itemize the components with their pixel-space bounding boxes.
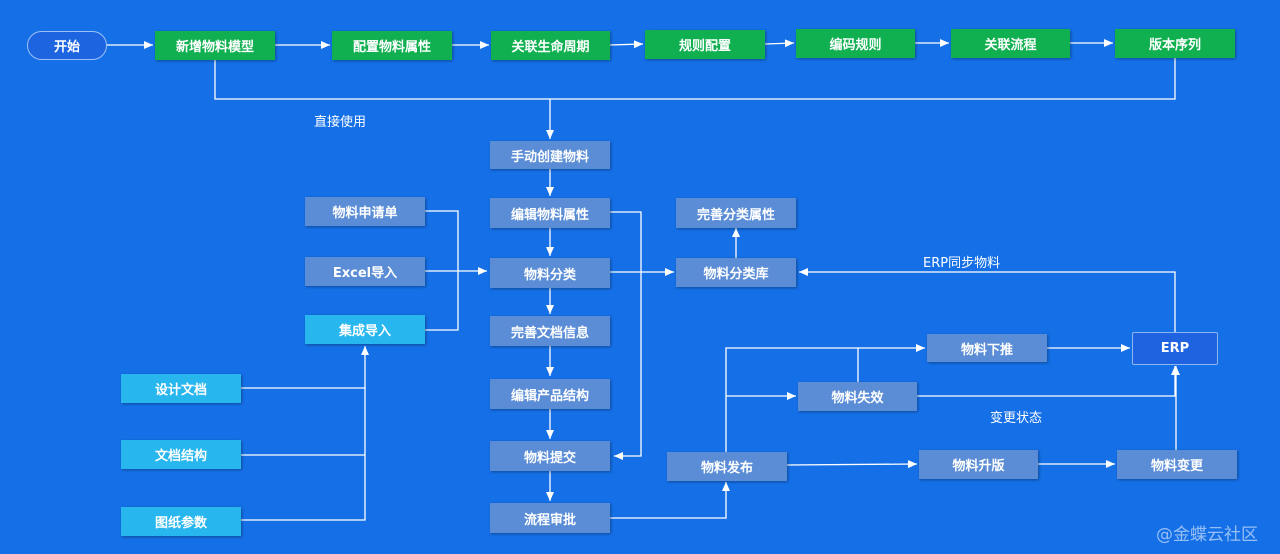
erp-node[interactable]: ERP bbox=[1132, 332, 1218, 365]
design-doc-node[interactable]: 设计文档 bbox=[121, 374, 241, 403]
edge-rule-to-code bbox=[764, 39, 795, 48]
link-lifecycle-node[interactable]: 关联生命周期 bbox=[491, 31, 610, 60]
flow-approve-node[interactable]: 流程审批 bbox=[490, 503, 610, 533]
add-model-node[interactable]: 新增物料模型 bbox=[155, 31, 275, 60]
complete-class-attr-node[interactable]: 完善分类属性 bbox=[676, 198, 796, 228]
submit-node[interactable]: 物料提交 bbox=[490, 441, 610, 471]
edge-docs-to-integrate bbox=[241, 387, 366, 521]
push-down-node[interactable]: 物料下推 bbox=[927, 334, 1047, 362]
version-seq-node[interactable]: 版本序列 bbox=[1115, 29, 1235, 58]
edge-erp-sync bbox=[799, 268, 1176, 332]
class-lib-node[interactable]: 物料分类库 bbox=[676, 258, 796, 287]
code-rule-node[interactable]: 编码规则 bbox=[796, 29, 915, 58]
manual-create-node[interactable]: 手动创建物料 bbox=[490, 141, 610, 169]
edge-lifecycle-to-rule bbox=[609, 40, 644, 49]
start-node[interactable]: 开始 bbox=[27, 31, 107, 60]
edit-struct-node[interactable]: 编辑产品结构 bbox=[490, 379, 610, 409]
complete-doc-node[interactable]: 完善文档信息 bbox=[490, 316, 610, 346]
watermark: @金蝶云社区 bbox=[1156, 525, 1258, 545]
integrate-import-node[interactable]: 集成导入 bbox=[305, 315, 425, 344]
edge-publish-to-pushdown bbox=[725, 344, 925, 452]
doc-struct-node[interactable]: 文档结构 bbox=[121, 440, 241, 469]
edge-edit-to-submit bbox=[610, 211, 642, 460]
edge-publish-to-upgrade bbox=[786, 460, 918, 469]
erp-sync-label: ERP同步物料 bbox=[923, 256, 1001, 271]
upgrade-node[interactable]: 物料升版 bbox=[919, 450, 1038, 479]
edge-approve-to-publish bbox=[610, 482, 730, 519]
direct-use-label: 直接使用 bbox=[314, 115, 367, 130]
change-node[interactable]: 物料变更 bbox=[1117, 450, 1237, 479]
config-attr-node[interactable]: 配置物料属性 bbox=[332, 31, 452, 60]
excel-import-node[interactable]: Excel导入 bbox=[305, 257, 425, 286]
invalidate-node[interactable]: 物料失效 bbox=[798, 382, 917, 411]
change-status-label: 变更状态 bbox=[990, 411, 1043, 426]
drawing-param-node[interactable]: 图纸参数 bbox=[121, 507, 241, 536]
edge-invalidate-to-erp bbox=[917, 366, 1179, 397]
request-form-node[interactable]: 物料申请单 bbox=[305, 197, 425, 226]
edit-attr-node[interactable]: 编辑物料属性 bbox=[490, 198, 610, 228]
classify-node[interactable]: 物料分类 bbox=[490, 258, 610, 288]
link-flow-node[interactable]: 关联流程 bbox=[951, 29, 1070, 58]
edge-direct-use-bracket bbox=[214, 58, 1176, 100]
publish-node[interactable]: 物料发布 bbox=[667, 452, 787, 481]
rule-config-node[interactable]: 规则配置 bbox=[645, 30, 765, 59]
